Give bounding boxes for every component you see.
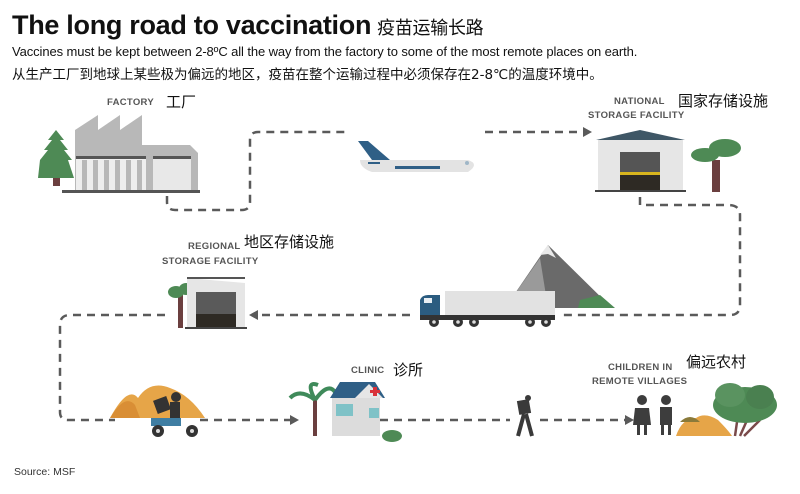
label-villages-line1: CHILDREN IN bbox=[608, 362, 673, 373]
airplane-icon bbox=[358, 141, 474, 172]
clinic-icon bbox=[288, 382, 402, 442]
hiker-icon bbox=[516, 395, 534, 437]
label-regional-line1: REGIONAL bbox=[188, 241, 241, 252]
label-national-line1: NATIONAL bbox=[614, 96, 665, 107]
subtitle-zh: 从生产工厂到地球上某些极为偏远的地区，疫苗在整个运输过程中必须保存在2-8℃的温… bbox=[12, 67, 603, 83]
children-village-icon bbox=[633, 383, 777, 437]
label-national-zh: 国家存储设施 bbox=[678, 92, 769, 110]
factory-icon bbox=[38, 115, 200, 193]
arrow-to-clinic-icon bbox=[290, 415, 299, 425]
label-factory: FACTORY bbox=[107, 97, 154, 108]
source-note: Source: MSF bbox=[14, 466, 76, 478]
label-villages-zh: 偏远农村 bbox=[686, 353, 747, 371]
arrow-to-national-icon bbox=[583, 127, 592, 137]
title-en: The long road to vaccination bbox=[12, 10, 372, 40]
arrow-to-villages-icon bbox=[625, 415, 634, 425]
warehouse-icon bbox=[595, 130, 741, 192]
title-zh: 疫苗运输长路 bbox=[377, 18, 484, 39]
label-clinic: CLINIC bbox=[351, 365, 385, 376]
arrow-to-regional-icon bbox=[249, 310, 258, 320]
label-clinic-zh: 诊所 bbox=[393, 361, 424, 379]
label-regional-zh: 地区存储设施 bbox=[244, 233, 335, 251]
label-national-line2: STORAGE FACILITY bbox=[588, 110, 685, 121]
storage-shed-icon bbox=[168, 277, 247, 329]
label-factory-zh: 工厂 bbox=[166, 93, 197, 111]
route-path bbox=[58, 130, 742, 422]
motorbike-icon bbox=[110, 385, 205, 437]
subtitle-en: Vaccines must be kept between 2-8ºC all … bbox=[12, 44, 638, 59]
truck-icon bbox=[420, 291, 555, 327]
label-villages-line2: REMOTE VILLAGES bbox=[592, 376, 688, 387]
label-regional-line2: STORAGE FACILITY bbox=[162, 256, 259, 267]
